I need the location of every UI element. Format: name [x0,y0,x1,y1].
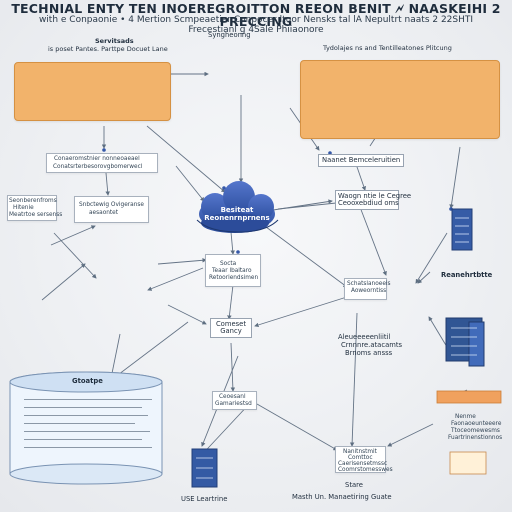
storage-line-2 [24,407,142,408]
left-card-1 [7,195,57,221]
left-panel-subtitle: is poset Pantes. Parttpe Docuet Lane [48,45,168,53]
center-label-1-line-2: Gancy [220,327,242,335]
mid-left-card-text-1: Snbctewig Ovigeranse [79,202,144,208]
top-left-card-text-2: Conatsrterbesorovgbomerwecl [53,164,143,170]
mid-right-text-1: Aleueeeeenliitil [338,333,391,341]
right-small-text-3: Ttoceomewesms [451,428,500,434]
storage-title: Gtoatpe [72,377,103,385]
bottom-center-label-2: Masth Un. Manaetiring Guate [292,493,392,501]
bottom-left-label: USE Leartrine [181,495,228,503]
left-top-panel [14,62,171,121]
center-card-text-1: Socta [220,261,237,267]
right-label-2-line-2: Ceooxebdiud oms [338,199,399,207]
bottom-right-card-text-4: Coomrstomesswes [338,467,393,473]
storage-line-3 [24,415,148,416]
mid-left-card-text-2: aesaontet [89,210,119,216]
top-left-card [46,153,158,173]
bottom-right-card-text-3: Caerisensetmssc [338,461,388,467]
mid-right-card-1 [344,278,387,300]
right-label-1: Naanet Bemceleruitien [318,154,405,167]
bottom-center-card-text-2: Gamariestsd [215,401,252,407]
bottom-center-card [212,391,257,410]
storage-line-6 [24,439,142,440]
right-small-text-2: Faonaoeunteeere [451,421,502,427]
mid-right-text-2: Crnnnre.atacamts [341,341,403,349]
cloud-shape [196,181,279,233]
right-label-3: Reanehrtbtte [441,271,493,279]
storage-line-7 [24,447,152,448]
diagram-subtitle: with e Conpaonie • 4 Mertion Scmpeaetier… [38,15,474,35]
synchrony-label: Syngheonng [208,31,251,39]
bottom-right-card [335,446,386,473]
mid-right-text-3: Brnoms ansss [345,349,393,357]
center-card-text-2: Teaar lbaltaro [212,268,252,274]
left-card-1-text-1: Seonberenfroms [9,198,57,204]
mid-left-card [74,196,149,223]
bottom-right-card-text-1: Nanitnstmit [343,449,377,455]
server-stack-bottom-right [445,317,485,367]
top-left-card-text-1: Conaeromstnier nonneoaeael [54,156,140,162]
cloud-text-2: Reonenrnprnens [204,214,270,222]
server-stack-right [451,208,473,251]
storage-line-4 [24,423,135,424]
right-label-2: Waogn ntie le Cegree Ceooxebdiud oms [335,190,412,210]
mid-right-card-1-text-1: Schatslanoeeis [347,281,391,287]
right-top-panel [300,60,500,139]
center-label-1: Comeset Gancy [210,318,252,338]
center-card-text-3: Retooriendsimen [209,275,259,281]
bottom-right-card-text-2: Comttoc [348,455,373,461]
right-small-text-1: Nenme [455,414,476,420]
left-panel-title: Servitsads [95,37,134,45]
bottom-right-panel [436,390,502,475]
bottom-center-label-1: Stare [345,481,363,489]
left-card-1-text-2: Hitenie [13,205,34,211]
mid-right-card-1-text-2: Aoweorntiss [351,288,387,294]
center-label-1-line-1: Comeset [215,320,247,328]
left-card-1-text-3: Meatrtoe sersenss [9,212,63,218]
right-panel-title: Tydolajes ns and Tentilleatones Plitcung [323,44,452,52]
right-label-2-line-1: Waogn ntie le Cegree [338,192,412,200]
storage-cylinder [9,371,163,485]
storage-line-1 [24,399,152,400]
bottom-center-card-text-1: Ceoesanl [219,394,246,400]
right-small-text-4: Fuartrinenstionnos [448,435,503,441]
diagram-title: TECHNIAL ENTY TEN INOEREGROITTON REEON B… [11,1,501,29]
cloud-text-1: Besiteat [220,206,254,214]
center-card [205,254,261,287]
storage-line-5 [24,431,150,432]
bottom-left-server [191,448,218,488]
